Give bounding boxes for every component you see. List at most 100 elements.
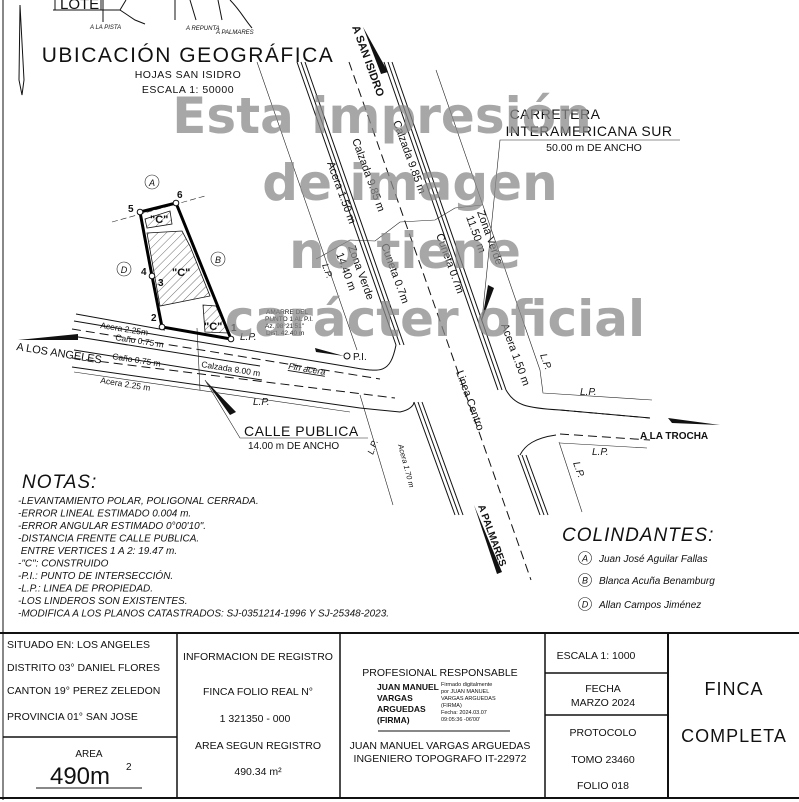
neighbor-a-marker: A bbox=[148, 178, 155, 188]
to-la-pista-label: A LA PISTA bbox=[89, 25, 121, 31]
signature-name-line: VARGAS bbox=[377, 693, 413, 703]
acera-170-label: Acera 1.70 m bbox=[396, 442, 416, 488]
calle-publica-width: 14.00 m DE ANCHO bbox=[248, 441, 339, 452]
tomo: TOMO 23460 bbox=[571, 754, 635, 766]
area-registry-label: AREA SEGUN REGISTRO bbox=[195, 740, 321, 752]
neighbor-b-marker: B bbox=[215, 255, 221, 265]
signature-detail: VARGAS ARGUEDAS bbox=[441, 696, 496, 702]
title-block: SITUADO EN: LOS ANGELES DISTRITO 03° DAN… bbox=[0, 632, 799, 799]
note-item: -ERROR LINEAL ESTIMADO 0.004 m. bbox=[18, 509, 191, 520]
map-sheet: HOJAS SAN ISIDRO bbox=[135, 69, 242, 81]
note-item: -P.I.: PUNTO DE INTERSECCIÓN. bbox=[18, 569, 173, 582]
signature-name-line: ARGUEDAS bbox=[377, 704, 426, 714]
date-label: FECHA bbox=[585, 683, 621, 695]
fin-acera-label: Fin acera bbox=[288, 361, 327, 377]
watermark-line: Esta impresión bbox=[172, 87, 591, 145]
amarre-line: PUNTO 1 AL P.I. bbox=[265, 316, 313, 323]
vertex-label: 6 bbox=[177, 190, 183, 201]
lp-label: L.P. bbox=[253, 397, 270, 408]
colindante-letter: D bbox=[582, 600, 589, 610]
interamericana-width: 50.00 m DE ANCHO bbox=[546, 142, 642, 154]
area-registry-value: 490.34 m² bbox=[234, 766, 282, 778]
vertex-label: 5 bbox=[128, 204, 134, 215]
to-los-angeles-label: A LOS ANGELES bbox=[16, 341, 103, 366]
pi-label: P.I. bbox=[353, 352, 367, 363]
vertex-label: 4 bbox=[141, 267, 147, 278]
finca-type-2: COMPLETA bbox=[681, 726, 787, 746]
signature-name-line: (FIRMA) bbox=[377, 715, 410, 725]
note-item: -DISTANCIA FRENTE CALLE PUBLICA. bbox=[18, 534, 199, 545]
construido-label: "C" bbox=[204, 321, 222, 333]
calle-publica-title: CALLE PUBLICA bbox=[244, 423, 359, 439]
to-repunta-label: A REPUNTA bbox=[185, 26, 220, 32]
note-item: -LOS LINDEROS SON EXISTENTES. bbox=[18, 596, 187, 607]
notes-title: NOTAS: bbox=[22, 472, 97, 493]
folio: FOLIO 018 bbox=[577, 780, 629, 792]
construido-label: "C" bbox=[172, 267, 190, 279]
interamericana-title-1: CARRETERA bbox=[510, 106, 601, 122]
vertex-label: 1 bbox=[231, 323, 237, 334]
colindantes-title: COLINDANTES: bbox=[562, 525, 714, 546]
neighbor-d-marker: D bbox=[121, 265, 128, 275]
amarre-line: Az. 98°21'51" bbox=[265, 322, 305, 330]
north-arrow-icon bbox=[18, 4, 25, 96]
lp-label: L.P. bbox=[570, 460, 586, 479]
date-value: MARZO 2024 bbox=[571, 697, 635, 709]
professional-id: INGENIERO TOPOGRAFO IT-22972 bbox=[354, 753, 527, 765]
lp-label: L.P. bbox=[365, 438, 379, 455]
plan-scale: ESCALA 1: 1000 bbox=[557, 650, 636, 662]
signature-detail: Firmado digitalmente bbox=[441, 682, 492, 688]
protocol-label: PROTOCOLO bbox=[570, 727, 637, 739]
colindante-name: Blanca Acuña Benamburg bbox=[599, 576, 715, 587]
note-item: -ERROR ANGULAR ESTIMADO 0°00'10". bbox=[18, 521, 206, 532]
watermark-line: carácter oficial bbox=[225, 290, 645, 348]
lp-label: L.P. bbox=[240, 332, 257, 343]
pi-marker-icon bbox=[343, 352, 351, 360]
map-scale: ESCALA 1: 50000 bbox=[142, 84, 234, 96]
finca-label: FINCA FOLIO REAL N° bbox=[203, 686, 313, 698]
amarre-line: AMARRE DEL bbox=[266, 309, 309, 316]
to-palmares-label: A PALMARES bbox=[215, 30, 254, 36]
lp-label: L.P. bbox=[580, 387, 597, 398]
interamericana-title-2: INTERAMERICANA SUR bbox=[506, 123, 673, 139]
distrito: DISTRITO 03° DANIEL FLORES bbox=[7, 662, 160, 674]
construction-main bbox=[146, 230, 211, 307]
amarre-line: Dist. 42.40 m bbox=[266, 330, 304, 337]
provincia: PROVINCIA 01° SAN JOSE bbox=[7, 711, 138, 723]
to-palmares-label: A PALMARES bbox=[475, 503, 508, 568]
situado-en: SITUADO EN: LOS ANGELES bbox=[7, 639, 150, 651]
area-label: AREA bbox=[75, 749, 103, 760]
canton: CANTON 19° PEREZ ZELEDON bbox=[7, 685, 160, 697]
note-item: -LEVANTAMIENTO POLAR, POLIGONAL CERRADA. bbox=[18, 496, 259, 507]
location-map-title: UBICACIÓN GEOGRÁFICA bbox=[42, 44, 335, 67]
location-map: LOTE A LA PISTA A REPUNTA A PALMARES UBI… bbox=[18, 0, 335, 96]
acera-bottom-label: Acera 2.25 m bbox=[100, 375, 152, 393]
watermark: Esta impresión de imagen no tiene caráct… bbox=[172, 87, 645, 348]
registry-title: INFORMACION DE REGISTRO bbox=[183, 651, 333, 663]
construido-label: "C" bbox=[150, 214, 168, 226]
signature-detail: 09:05:36 -06'00' bbox=[441, 717, 480, 723]
professional-title: PROFESIONAL RESPONSABLE bbox=[362, 667, 517, 679]
to-la-trocha-label: A LA TROCHA bbox=[640, 431, 708, 442]
area-superscript: 2 bbox=[126, 762, 132, 773]
finca-type-1: FINCA bbox=[705, 679, 764, 699]
construction-top bbox=[144, 210, 173, 229]
note-item: -"C": CONSTRUIDO bbox=[18, 559, 109, 570]
lp-label: L.P. bbox=[537, 352, 553, 371]
professional-name: JUAN MANUEL VARGAS ARGUEDAS bbox=[350, 740, 531, 752]
vertex-label: 2 bbox=[151, 313, 157, 324]
signature-detail: (FIRMA) bbox=[441, 703, 462, 709]
lote-label: LOTE bbox=[60, 0, 99, 13]
colindante-name: Juan José Aguilar Fallas bbox=[598, 554, 708, 565]
finca-number: 1 321350 - 000 bbox=[220, 713, 291, 725]
lp-label: L.P. bbox=[320, 262, 334, 279]
area-value: 490m bbox=[50, 763, 110, 790]
parcel-boundary bbox=[138, 201, 234, 341]
note-item: ENTRE VERTICES 1 A 2: 19.47 m. bbox=[18, 546, 177, 557]
signature-detail: por JUAN MANUEL bbox=[441, 689, 489, 695]
colindante-letter: A bbox=[581, 554, 588, 564]
digital-signature: JUAN MANUEL VARGAS ARGUEDAS (FIRMA) Firm… bbox=[377, 682, 496, 725]
colindante-letter: B bbox=[582, 576, 588, 586]
watermark-line: no tiene bbox=[289, 222, 521, 280]
